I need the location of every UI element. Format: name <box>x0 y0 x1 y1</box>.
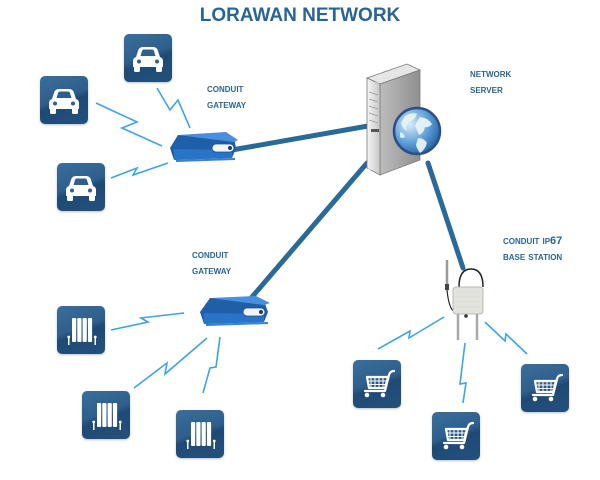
cart-tile-middle <box>432 412 480 460</box>
shopping-cart-icon <box>363 369 396 398</box>
backhaul-links <box>229 123 466 300</box>
car-tile-top <box>124 34 172 82</box>
gateway-bottom-label-line1: Conduit <box>192 249 229 261</box>
gateway-top-label: Conduit Gateway <box>207 81 246 113</box>
radio-link-cart-left <box>377 316 445 350</box>
gateway-top-label-line2: Gateway <box>207 99 247 111</box>
gateway-bottom-label-line2: Gateway <box>192 265 232 277</box>
radiator-icon <box>186 422 216 449</box>
radio-link-cart-right <box>484 321 528 355</box>
network-server-label-line1: Network <box>470 68 512 80</box>
shopping-cart-icon <box>442 421 475 450</box>
base-station-label-line2: Base Station <box>503 251 563 263</box>
radio-link-radiator-middle <box>133 337 208 389</box>
base-station-device-icon <box>445 260 484 340</box>
radio-links <box>95 87 528 404</box>
radio-link-car-bottom <box>110 162 169 179</box>
link-gateway-bottom-to-server <box>249 160 370 300</box>
diagram-title: LORAWAN NETWORK <box>199 5 401 26</box>
radiator-icon <box>67 318 97 345</box>
network-server-label: Network Server <box>470 66 511 98</box>
radiator-tile-left <box>57 306 105 354</box>
car-tile-left <box>40 76 88 124</box>
cart-tile-left <box>353 360 401 408</box>
radiator-tile-middle <box>82 391 130 439</box>
cart-tile-right <box>521 364 569 412</box>
radiator-tile-right <box>176 410 224 458</box>
car-icon <box>49 89 79 114</box>
gateway-bottom-device-icon <box>200 296 270 326</box>
network-server-icon <box>365 63 442 176</box>
base-station-label-line1: Conduit IP67 <box>503 235 563 247</box>
base-station-label: Conduit IP67 Base Station <box>503 233 562 265</box>
radio-link-car-left <box>95 102 163 147</box>
gateway-top-device-icon <box>170 132 238 162</box>
car-icon <box>133 47 163 72</box>
car-tile-bottom <box>57 163 105 211</box>
link-gateway-top-to-server <box>229 123 371 153</box>
radiator-icon <box>92 403 122 430</box>
gateway-top-label-line1: Conduit <box>207 83 244 95</box>
link-base-station-to-server <box>425 160 466 271</box>
radio-link-radiator-right <box>202 336 221 394</box>
gateway-bottom-label: Conduit Gateway <box>192 247 231 279</box>
car-icon <box>66 176 96 201</box>
shopping-cart-icon <box>531 373 564 402</box>
radio-link-cart-middle <box>459 342 467 404</box>
radio-link-car-top <box>156 87 191 129</box>
radio-link-radiator-left <box>110 312 185 331</box>
network-server-label-line2: Server <box>470 84 503 96</box>
